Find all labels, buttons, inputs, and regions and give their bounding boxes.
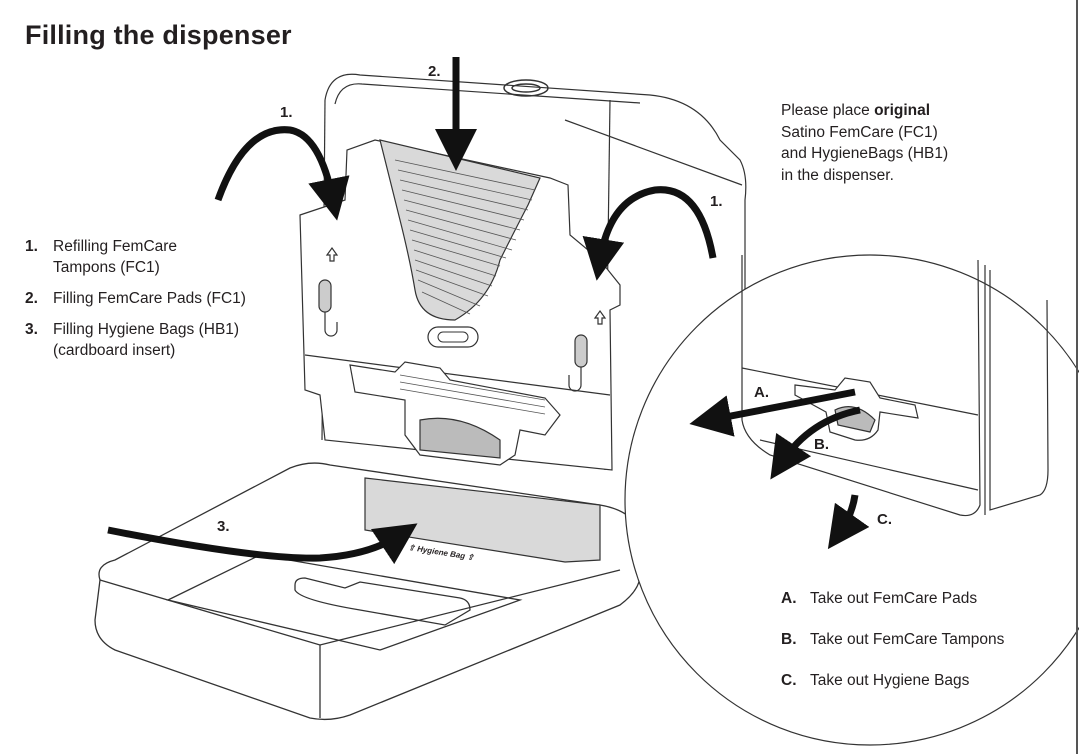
note-emphasis: original xyxy=(874,102,931,119)
action-item: C. Take out Hygiene Bags xyxy=(781,671,1004,691)
step-text-cont: Tampons (FC1) xyxy=(53,259,160,276)
step-text: Filling FemCare Pads (FC1) xyxy=(53,290,246,307)
action-item: B. Take out FemCare Tampons xyxy=(781,630,1004,650)
steps-list: 1. Refilling FemCare Tampons (FC1) 2. Fi… xyxy=(25,236,246,371)
tampon-icon-right xyxy=(568,309,607,392)
step-text: Refilling FemCare xyxy=(53,238,178,255)
label-step2: 2. xyxy=(428,63,441,80)
step-number: 3. xyxy=(25,321,38,338)
step-text-cont: (cardboard insert) xyxy=(53,342,176,359)
pads-stack xyxy=(379,139,541,321)
step-number: 2. xyxy=(25,290,38,307)
label-detail-b: B. xyxy=(814,436,829,453)
pad-slot xyxy=(427,326,479,348)
step-text: Filling Hygiene Bags (HB1) xyxy=(53,321,240,338)
arrows xyxy=(107,57,870,565)
action-letter: B. xyxy=(781,631,797,648)
arrow-detail-c xyxy=(827,494,870,550)
note-line: and HygieneBags (HB1) xyxy=(781,145,949,162)
action-text: Take out FemCare Tampons xyxy=(810,631,1005,648)
pad-dispenser-slot xyxy=(349,361,561,466)
tampon-icon-left xyxy=(318,246,339,337)
hygiene-bag-cardboard xyxy=(364,477,601,563)
action-text: Take out FemCare Pads xyxy=(810,590,978,607)
arrow-detail-a xyxy=(689,388,856,437)
original-products-note: Please place original Satino FemCare (FC… xyxy=(781,100,948,186)
note-line: Satino FemCare (FC1) xyxy=(781,123,938,141)
step-item: 2. Filling FemCare Pads (FC1) xyxy=(25,288,246,309)
action-text: Take out Hygiene Bags xyxy=(810,672,970,689)
page-title: Filling the dispenser xyxy=(25,20,292,50)
note-prefix: Please place xyxy=(781,102,875,119)
action-letter: A. xyxy=(781,590,797,607)
label-detail-a: A. xyxy=(754,384,769,401)
page-edge-border xyxy=(1076,0,1078,754)
label-detail-c: C. xyxy=(877,511,892,528)
label-step3: 3. xyxy=(217,518,230,535)
removal-actions-list: A. Take out FemCare Pads B. Take out Fem… xyxy=(781,589,1004,712)
arrow-step1-right xyxy=(582,186,717,281)
label-step1-right: 1. xyxy=(710,193,723,210)
arrow-detail-b xyxy=(770,406,861,480)
step-number: 1. xyxy=(25,238,38,255)
step-item: 3. Filling Hygiene Bags (HB1) (cardboard… xyxy=(25,319,246,361)
key-lock-icon xyxy=(503,79,549,97)
action-item: A. Take out FemCare Pads xyxy=(781,589,1004,609)
label-step1-left: 1. xyxy=(280,104,293,121)
arrow-step1-left xyxy=(214,126,350,221)
step-item: 1. Refilling FemCare Tampons (FC1) xyxy=(25,236,246,278)
arrow-step3 xyxy=(107,523,418,565)
note-line: in the dispenser. xyxy=(781,166,894,184)
action-letter: C. xyxy=(781,672,797,689)
